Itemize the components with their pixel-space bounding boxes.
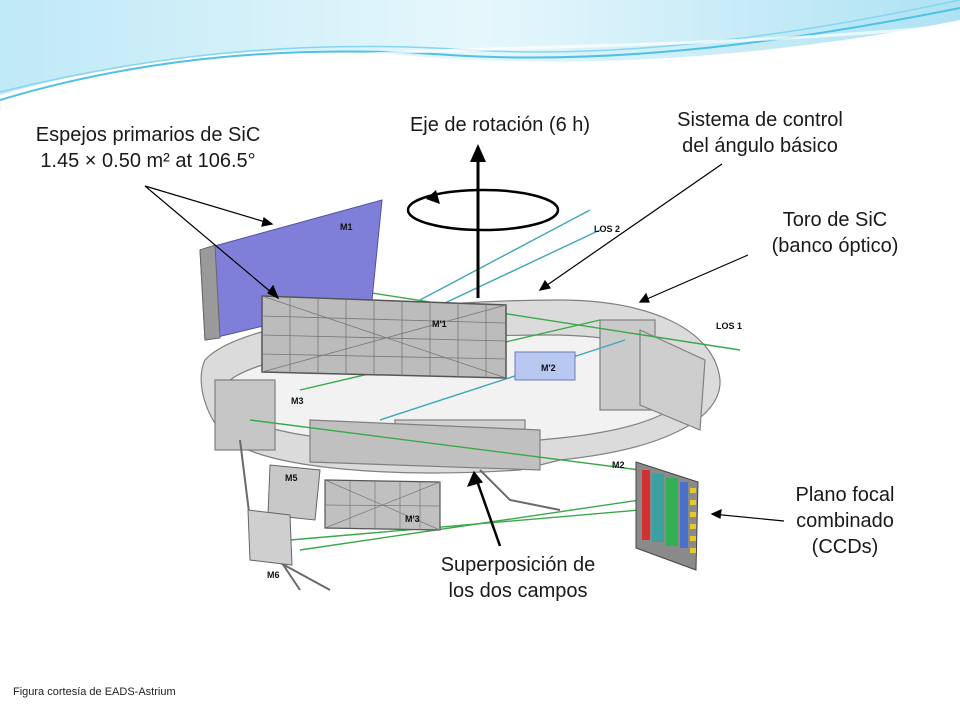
label-rotation-axis-text: Eje de rotación (6 h) xyxy=(409,114,591,136)
tag-m2-prime: M'2 xyxy=(541,363,556,373)
label-control-system-line2: del ángulo básico xyxy=(682,135,838,157)
mirror-m3-prime xyxy=(324,479,441,531)
tag-m3: M3 xyxy=(291,396,304,406)
tag-m6: M6 xyxy=(267,570,280,580)
label-superposition: Superposición de los dos campos xyxy=(410,552,626,604)
label-superposition-line2: los dos campos xyxy=(448,580,588,602)
mirror-m2-prime xyxy=(514,351,576,381)
figure-credit: Figura cortesía de EADS-Astrium xyxy=(13,686,176,698)
tag-m2: M2 xyxy=(612,460,625,470)
tag-m1: M1 xyxy=(340,222,353,232)
label-rotation-axis: Eje de rotación (6 h) xyxy=(385,112,615,138)
label-control-system: Sistema de control del ángulo básico xyxy=(645,107,875,159)
label-torus: Toro de SiC (banco óptico) xyxy=(735,207,935,259)
label-focal-plane: Plano focal combinado (CCDs) xyxy=(760,482,930,560)
label-superposition-line1: Superposición de xyxy=(440,554,596,576)
tag-los1: LOS 1 xyxy=(716,321,742,331)
label-primary-mirrors-line2: 1.45 × 0.50 m² at 106.5° xyxy=(40,150,256,172)
label-primary-mirrors: Espejos primarios de SiC 1.45 × 0.50 m² … xyxy=(8,122,288,174)
mirror-m6 xyxy=(247,509,293,566)
tag-m5: M5 xyxy=(285,473,298,483)
tag-m3-prime: M'3 xyxy=(405,514,420,524)
focal-plane-ccds xyxy=(635,461,699,571)
header-wave-decoration xyxy=(0,0,960,101)
tag-m1-prime: M'1 xyxy=(432,319,447,329)
label-torus-line1: Toro de SiC xyxy=(782,209,888,231)
tag-los2: LOS 2 xyxy=(594,224,620,234)
mirror-m5 xyxy=(267,464,321,521)
label-torus-line2: (banco óptico) xyxy=(771,235,899,257)
rotation-axis-indicator xyxy=(406,144,560,298)
label-primary-mirrors-line1: Espejos primarios de SiC xyxy=(35,124,261,146)
label-focal-plane-line2: combinado xyxy=(796,510,894,532)
mirror-m1-prime xyxy=(261,295,507,379)
label-control-system-line1: Sistema de control xyxy=(677,109,843,131)
callout-lines xyxy=(144,163,785,547)
label-focal-plane-line3: (CCDs) xyxy=(811,536,879,558)
optical-beams xyxy=(249,209,741,551)
label-focal-plane-line1: Plano focal xyxy=(795,484,895,506)
